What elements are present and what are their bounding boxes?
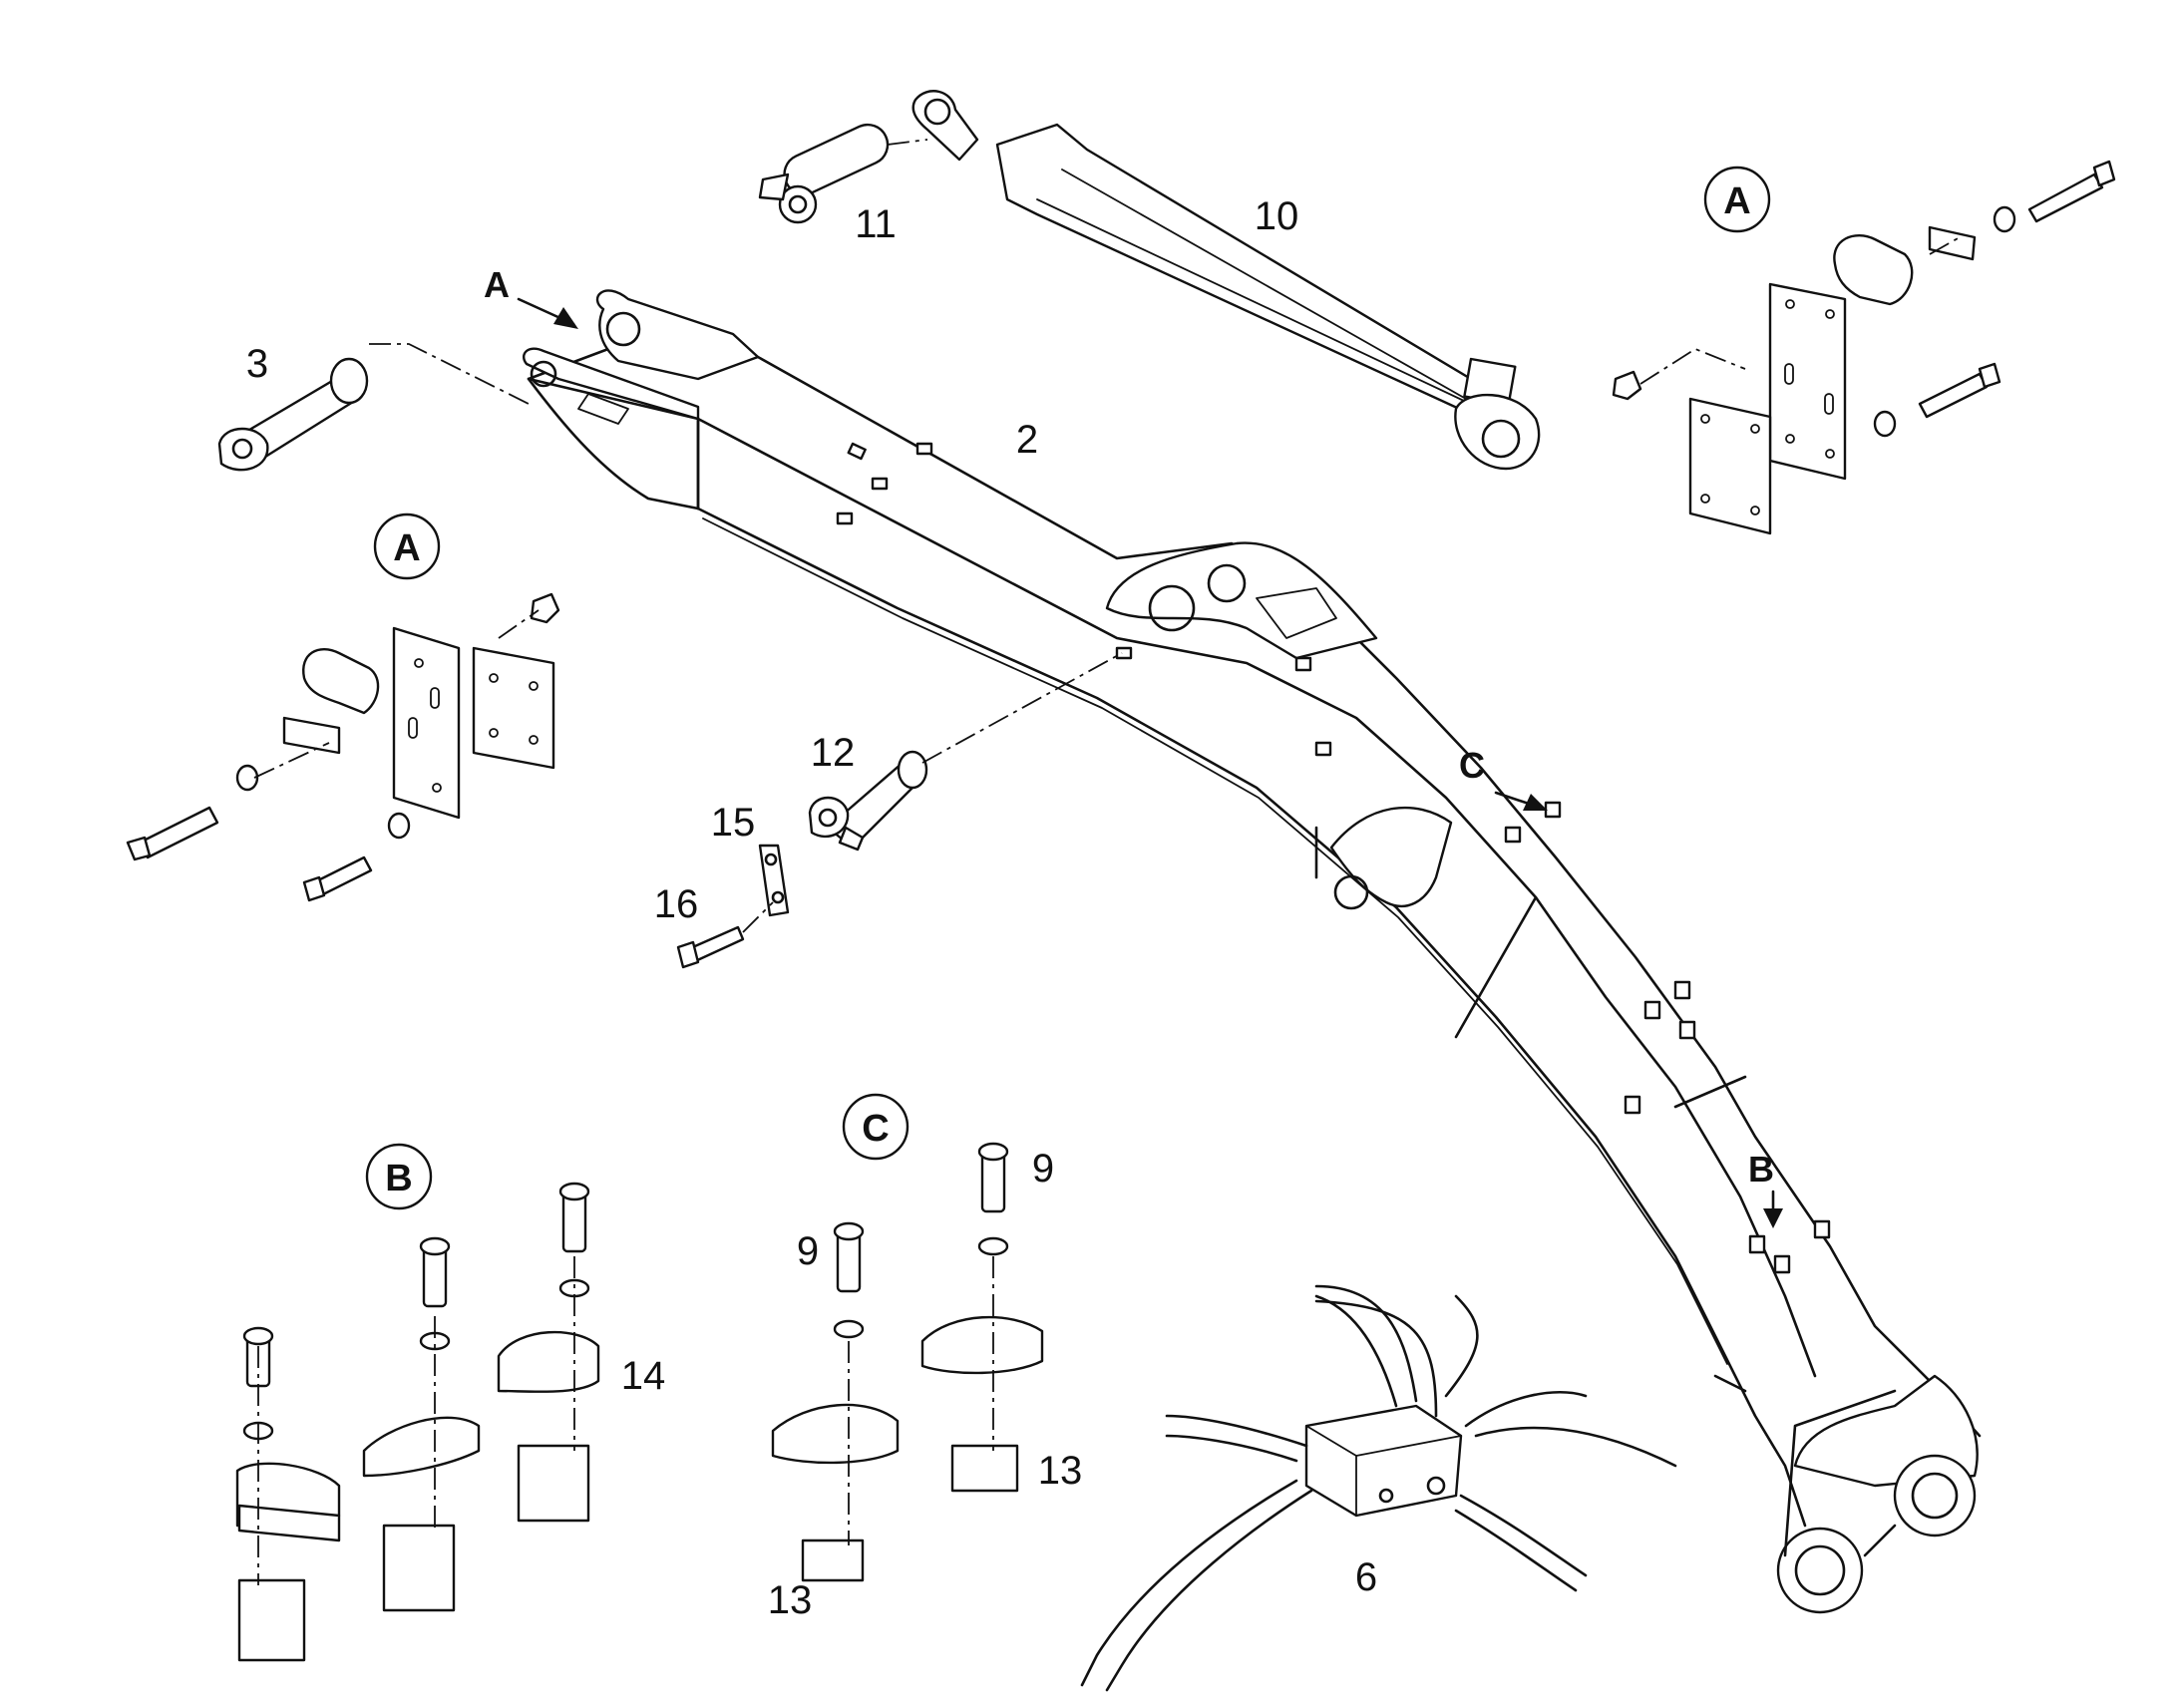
detail-c-circle [842,1093,909,1161]
detail-a-left-circle [373,512,441,580]
part-3-label: 3 [246,342,268,386]
part-9-top-label: 9 [1032,1147,1054,1191]
part-13-left-label: 13 [768,1578,813,1622]
boom-arm [522,289,1982,1614]
part-12-label: 12 [811,731,856,775]
detail-a-right-parts [1612,160,2116,535]
detail-b-circle [365,1143,433,1210]
leader-a-right-1 [1639,347,1746,385]
arrow-a [517,297,578,329]
bolt-16 [676,925,745,969]
part-2-label: 2 [1016,418,1038,462]
part-13-right-label: 13 [1038,1449,1083,1493]
arrow-b-label: B [1748,1149,1774,1190]
pin-3 [217,357,369,472]
plate-15 [758,844,790,917]
arrow-b [1763,1190,1783,1228]
part-10-label: 10 [1255,194,1299,238]
part-11-label: 11 [855,202,897,246]
leader-12 [921,652,1123,764]
pin-11 [758,123,890,224]
pin-12 [808,750,928,852]
arrow-c-label: C [1459,745,1485,786]
leader-11 [887,139,928,146]
leader-a-left-1 [253,742,330,779]
part-15-label: 15 [711,801,756,845]
detail-b-label: B [385,1158,412,1199]
detail-c-parts [771,1142,1044,1582]
leader-a-right-2 [1929,236,1961,255]
detail-a-top-label: A [1723,180,1750,222]
detail-c-label: C [862,1108,889,1150]
part-16-label: 16 [654,882,699,926]
part-6-label: 6 [1355,1555,1377,1599]
detail-b-parts [235,1182,600,1662]
arrow-c [1494,791,1548,811]
arrow-a-label: A [484,264,510,305]
detail-a-left-parts [126,592,560,902]
detail-a-top-circle [1703,166,1771,233]
valve-manifold [1080,1284,1677,1692]
detail-a-left-label: A [393,527,420,569]
boom-cylinder [911,90,1541,471]
leader-3 [369,343,530,405]
leader-16 [742,901,774,933]
leader-a-left-2 [498,609,540,639]
part-9-left-label: 9 [797,1229,819,1273]
part-14-label: 14 [621,1354,666,1398]
